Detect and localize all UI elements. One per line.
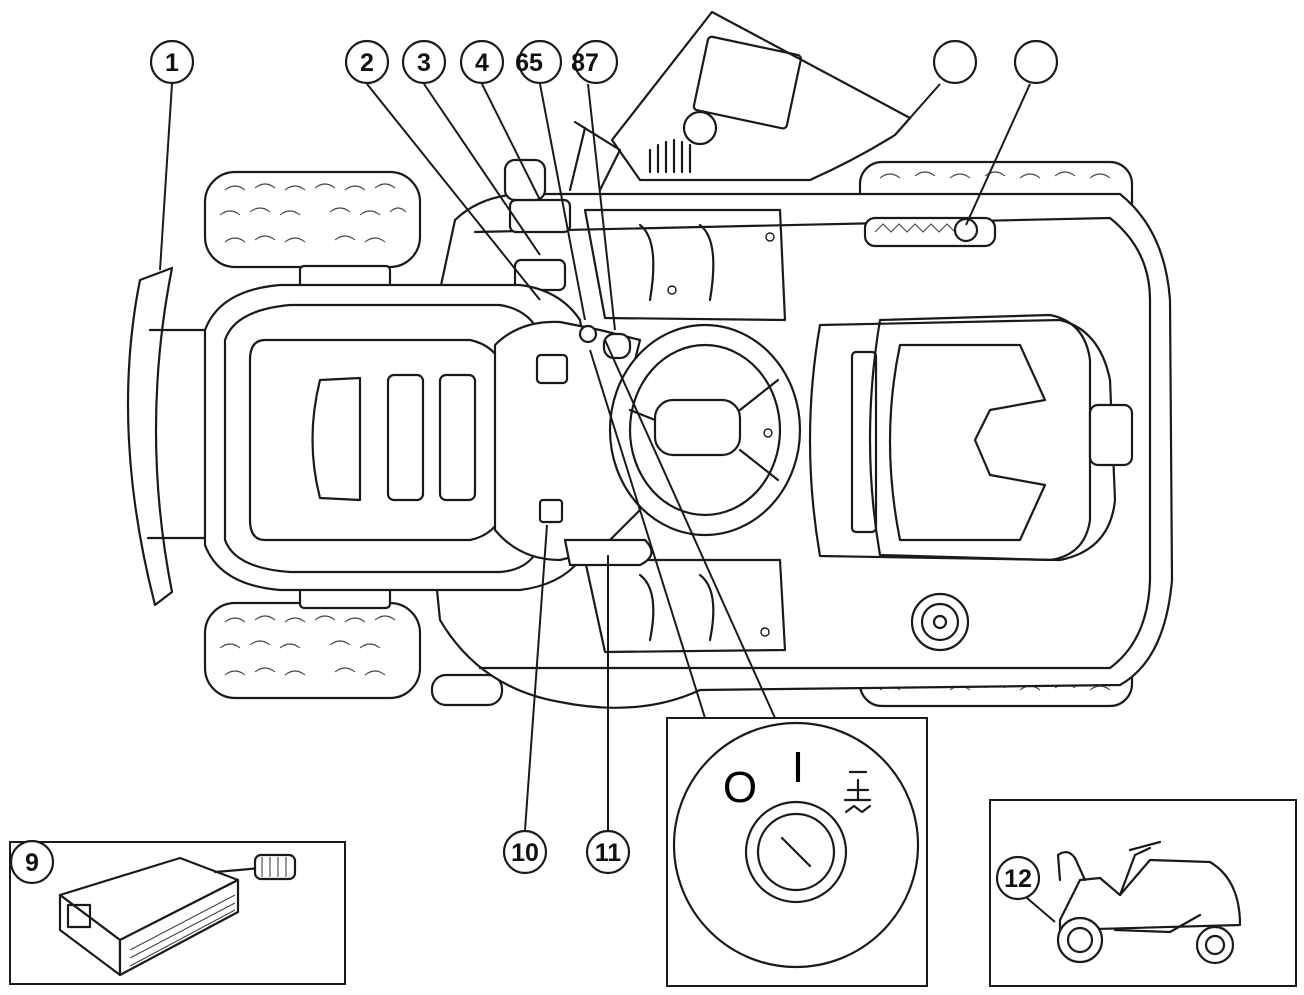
- callout-12: 12: [995, 855, 1041, 901]
- svg-text:3: 3: [417, 49, 431, 77]
- callout-87: 87: [571, 39, 619, 85]
- charger-detail: [9, 841, 346, 985]
- ignition-on-symbol: I: [792, 743, 804, 792]
- svg-text:11: 11: [595, 839, 622, 867]
- svg-text:12: 12: [1004, 865, 1032, 893]
- dashboard-panel: [568, 10, 912, 192]
- ignition-off-symbol: O: [723, 763, 757, 812]
- callout-65: 65: [515, 39, 563, 85]
- seat: [808, 216, 1134, 652]
- front-bumper: [126, 266, 212, 607]
- svg-text:87: 87: [571, 49, 599, 77]
- svg-text:9: 9: [25, 849, 39, 877]
- ignition-detail: O I: [666, 717, 928, 987]
- lower-switch: [538, 498, 564, 524]
- charger-plug: [253, 853, 297, 881]
- steering-wheel: [608, 323, 802, 537]
- svg-text:2: 2: [360, 49, 374, 77]
- front-right-wheel: [203, 601, 422, 700]
- front-left-wheel: [203, 170, 422, 269]
- callout-1: 1: [149, 39, 195, 85]
- callout-4: 4: [459, 39, 505, 85]
- svg-text:10: 10: [511, 839, 539, 867]
- callout-2: 2: [344, 39, 390, 85]
- callout-9: 9: [9, 839, 55, 885]
- leader-lines: [159, 83, 1056, 923]
- height-lever-knob: [953, 217, 979, 243]
- fuel-cap: [910, 592, 970, 652]
- svg-text:65: 65: [515, 49, 543, 77]
- svg-text:4: 4: [475, 49, 489, 77]
- ignition-key-small: [578, 324, 598, 344]
- callout-blank-a: [932, 39, 978, 85]
- control-console: [493, 320, 653, 567]
- side-view-detail: [989, 799, 1297, 987]
- throttle-switch: [535, 353, 569, 385]
- svg-text:1: 1: [165, 49, 179, 77]
- callout-blank-b: [1013, 39, 1059, 85]
- callout-11: 11: [585, 829, 631, 875]
- start-symbol-icon: [843, 770, 872, 814]
- callout-10: 10: [502, 829, 548, 875]
- callout-3: 3: [401, 39, 447, 85]
